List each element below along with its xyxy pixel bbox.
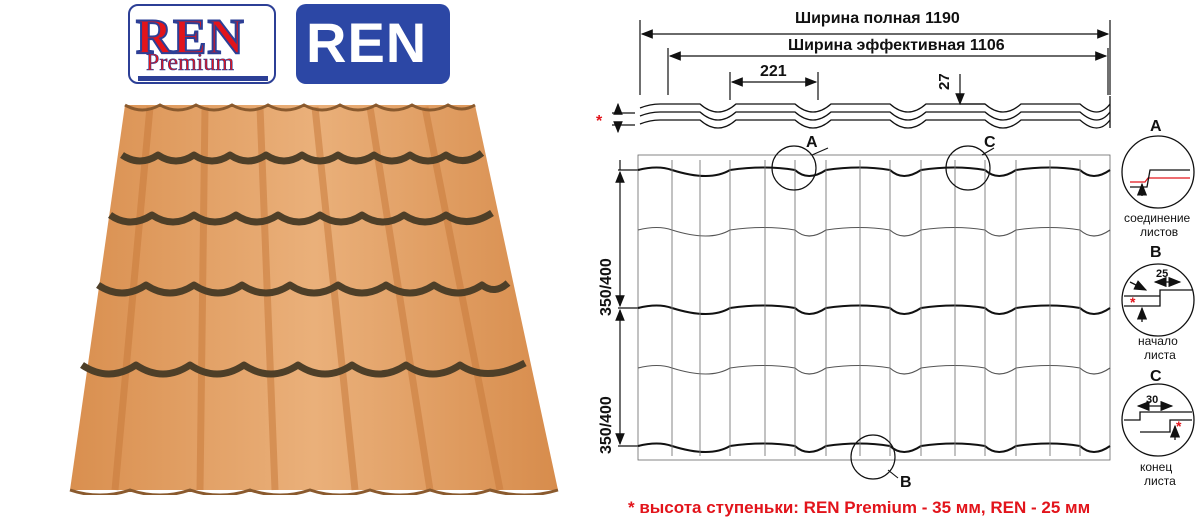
detail-a-letter: A	[1150, 118, 1162, 135]
detail-c-caption-1: конец	[1140, 460, 1173, 474]
detail-b-dimension: 25	[1156, 268, 1169, 280]
wave-pitch-label: 221	[760, 63, 787, 80]
detail-b-asterisk: *	[1130, 294, 1136, 310]
detail-c-asterisk: *	[1176, 418, 1182, 434]
detail-a-caption-2: листов	[1140, 225, 1179, 239]
step-pitch-label-1: 350/400	[598, 258, 615, 316]
ren-logo: REN	[296, 4, 450, 84]
step-height-asterisk: *	[596, 113, 603, 130]
detail-b-circle	[1121, 263, 1195, 337]
detail-c-dimension: 30	[1146, 394, 1159, 406]
detail-b-letter: B	[1150, 244, 1162, 261]
callout-circle-a	[771, 145, 817, 191]
dimension-lines	[612, 20, 1111, 447]
ren-premium-brand-text: REN	[135, 7, 245, 65]
roof-sheet	[70, 105, 558, 490]
detail-b-caption-1: начало	[1138, 334, 1178, 348]
ren-brand-text: REN	[306, 11, 428, 74]
detail-a-circle	[1121, 135, 1195, 209]
roof-steps	[80, 150, 527, 378]
full-width-label: Ширина полная 1190	[795, 10, 960, 27]
detail-a-caption-1: соединение	[1124, 211, 1191, 225]
callout-c-label: C	[984, 134, 996, 151]
callout-b-label: B	[900, 474, 912, 491]
detail-c-letter: C	[1150, 368, 1162, 385]
ren-premium-logo: REN Premium	[128, 4, 276, 84]
effective-width-label: Ширина эффективная 1106	[788, 37, 1005, 54]
logo-underline	[138, 76, 268, 81]
detail-b-caption-2: листа	[1144, 348, 1176, 362]
detail-views	[1121, 135, 1195, 457]
callout-a-label: A	[806, 134, 818, 151]
callout-circle-b	[850, 434, 896, 480]
ren-premium-sub-text: Premium	[146, 50, 235, 77]
detail-c-caption-2: листа	[1144, 474, 1176, 488]
step-pitch-label-2: 350/400	[598, 396, 615, 454]
callout-circle-c	[945, 145, 991, 191]
sheet-profile	[639, 96, 1111, 129]
wave-height-label: 27	[936, 73, 953, 90]
sheet-face-view	[637, 145, 1111, 480]
roof-tile-illustration	[69, 103, 559, 495]
detail-c-circle	[1121, 383, 1195, 457]
technical-drawing	[612, 20, 1195, 480]
step-height-footnote: * высота ступеньки: REN Premium - 35 мм,…	[628, 498, 1091, 517]
roof-ribs	[111, 106, 504, 491]
